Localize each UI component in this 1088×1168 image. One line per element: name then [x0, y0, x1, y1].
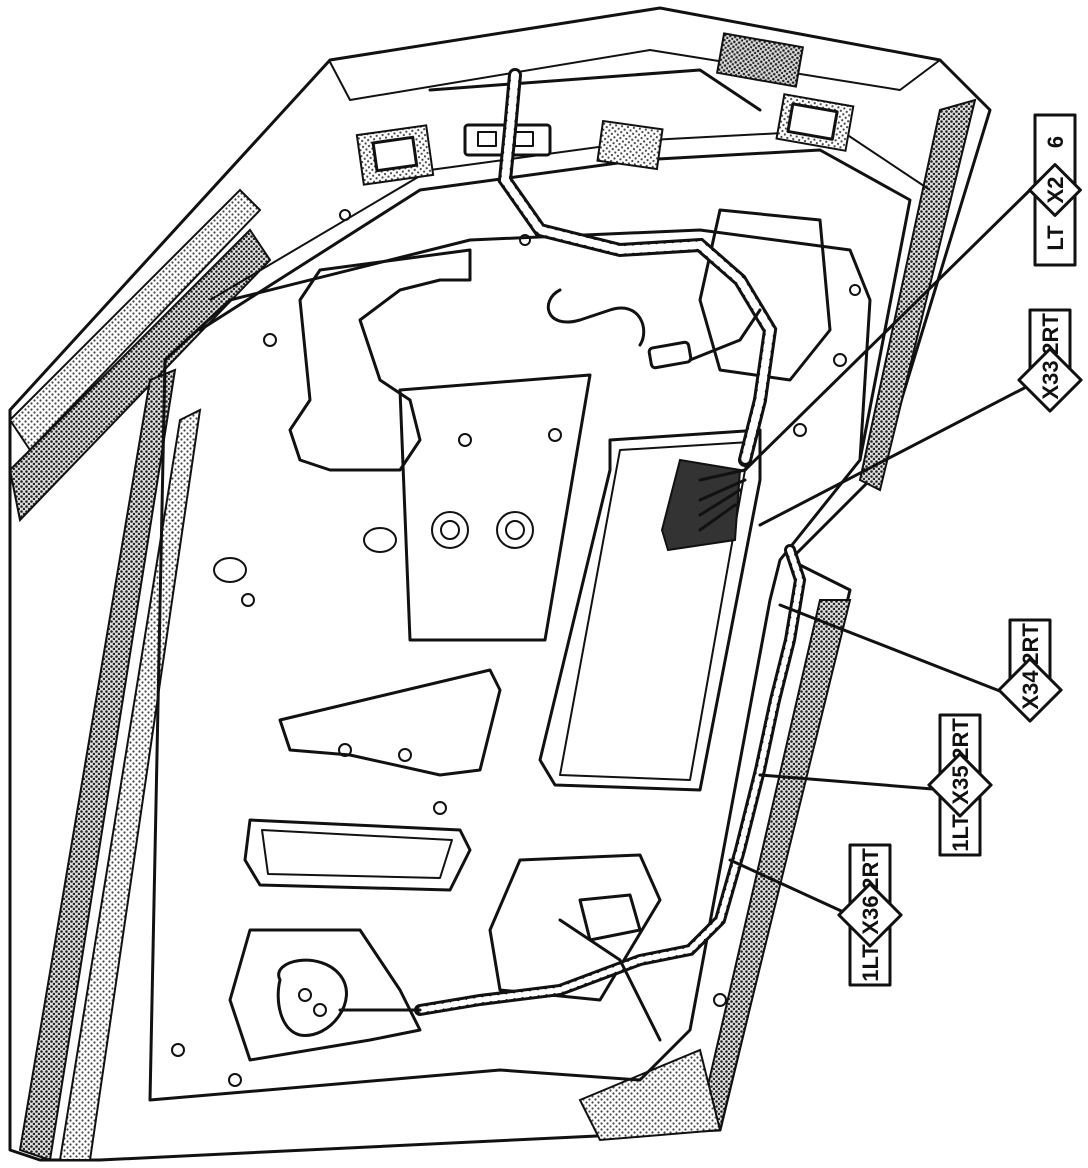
x2-left-label: LT [1043, 225, 1068, 251]
callout-x33: X33 2RT [1017, 308, 1083, 413]
wiring-harness [276, 68, 807, 1042]
x36-id-label: X36 [858, 895, 883, 934]
door-top-details [355, 32, 855, 186]
callout-x2: LT X2 6 [1028, 113, 1082, 267]
callout-x36: 1LT X36 2RT [837, 843, 903, 987]
x36-left-label: 1LT [858, 944, 883, 982]
callout-x34: X34 2RT [997, 618, 1063, 723]
callout-x35: 1LT X35 2RT [927, 713, 993, 857]
x36-right-label: 2RT [858, 848, 883, 890]
x35-id-label: X35 [948, 765, 973, 804]
x35-right-label: 2RT [948, 718, 973, 760]
callout-leaders [728, 188, 1032, 917]
x2-right-label: 6 [1043, 136, 1068, 148]
x33-right-label: 2RT [1038, 313, 1063, 355]
x34-id-label: X34 [1018, 670, 1043, 710]
mounting-holes [171, 209, 861, 1087]
x33-id-label: X33 [1038, 360, 1063, 399]
x2-id-label: X2 [1043, 177, 1068, 204]
x34-right-label: 2RT [1018, 623, 1043, 665]
x35-left-label: 1LT [948, 814, 973, 852]
inner-panel [148, 208, 872, 1102]
